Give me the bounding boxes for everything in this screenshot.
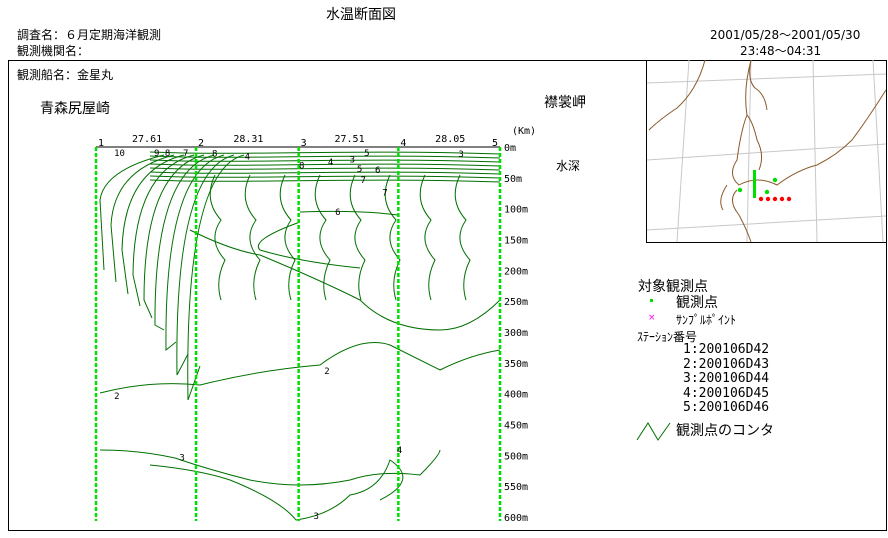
contour-label: 3 (458, 150, 463, 160)
contour-line (176, 154, 235, 376)
contour-line (244, 174, 261, 301)
contour-label: 7 (382, 188, 387, 198)
contour-line (149, 175, 501, 179)
contour-label: 4 (245, 153, 250, 163)
time-range: 23:48～04:31 (740, 44, 822, 58)
depth-tick: 350m (504, 359, 528, 370)
contour-line (189, 229, 501, 331)
contour-label: 8 (212, 150, 217, 160)
map-stations (758, 196, 792, 202)
contour-label: 10 (114, 149, 125, 159)
contour-line (149, 159, 501, 163)
contour-line (165, 154, 225, 352)
depth-tick: 600m (504, 513, 528, 524)
contour-label: 3 (350, 156, 355, 166)
obs-point-icon (650, 299, 653, 302)
station-number: 3 (301, 138, 307, 149)
legend-contour: 観測点のコンタ (676, 423, 774, 439)
depth-tick: 250m (504, 297, 528, 308)
legend-station: 1:200106D42 (683, 342, 770, 357)
contour-line (149, 167, 501, 171)
legend-station: 2:200106D43 (683, 356, 770, 372)
contour-line (149, 151, 501, 155)
contour-line (110, 154, 175, 283)
legend-title: 対象観測点 (638, 279, 708, 295)
contour-line (279, 174, 296, 301)
segment-distance: 28.05 (435, 134, 465, 145)
legend-station: 4:200106D45 (683, 385, 770, 401)
segment-distance: 27.51 (335, 134, 365, 145)
station-number: 1 (98, 138, 104, 149)
contour-line (99, 449, 441, 486)
contour-line (99, 342, 501, 394)
contour-line (149, 155, 501, 159)
legend-station: 5:200106D46 (683, 400, 770, 415)
contour-line (349, 174, 366, 301)
depth-tick: 400m (504, 390, 528, 401)
station-number: 2 (198, 138, 204, 149)
legend-sample: ｻﾝﾌﾟﾙﾎﾟｲﾝﾄ (676, 313, 737, 327)
contour-label: 8 (165, 149, 170, 159)
right-place: 襟裳岬 (544, 95, 586, 111)
contour-line (419, 174, 436, 301)
contour-label: 5 (357, 165, 362, 175)
contour-line (384, 174, 401, 301)
location-map (646, 59, 887, 243)
legend-stations: 1:200106D42 2:200106D43 3:200106D44 4:20… (683, 342, 770, 416)
agency-name: 観測機関名： (17, 44, 90, 58)
sample-point-icon: × (648, 313, 656, 323)
contour-line (209, 174, 226, 301)
contour-label: 7 (183, 149, 188, 159)
depth-tick: 200m (504, 266, 528, 277)
contour-label: 5 (364, 149, 369, 159)
contour-label: 4 (397, 446, 402, 456)
depth-tick: 100m (504, 205, 528, 216)
segment-distance: 28.31 (233, 134, 263, 145)
contour-line (187, 154, 245, 401)
segment-distance: 27.61 (132, 134, 162, 145)
contour-line (314, 174, 331, 301)
contour-label: 3 (179, 454, 184, 464)
depth-tick: 50m (504, 174, 522, 185)
contour-label: 2 (114, 392, 119, 402)
contour-label: 8 (299, 161, 304, 171)
legend-station-title: ｽﾃｰｼｮﾝ番号 (637, 330, 698, 344)
contour-line (132, 154, 195, 307)
contour-line (99, 154, 165, 271)
depth-label: 水深 (556, 159, 581, 173)
legend-station: 3:200106D44 (683, 371, 770, 386)
contour-line (149, 171, 501, 175)
page-title: 水温断面図 (326, 7, 396, 23)
contour-label: 3 (313, 512, 318, 522)
depth-tick: 550m (504, 482, 528, 493)
contour-line (149, 163, 501, 167)
contour-line (149, 179, 501, 183)
ship-name: 観測船名：金星丸 (17, 68, 114, 82)
contour-label: 6 (375, 166, 380, 176)
contour-label: 9 (154, 149, 159, 159)
legend-obs: 観測点 (676, 295, 718, 311)
contour-line (121, 154, 185, 295)
contour-legend-icon (636, 422, 671, 441)
survey-name: 調査名：６月定期海洋観測 (17, 28, 162, 42)
station-number: 5 (492, 138, 498, 149)
contour-line (149, 459, 404, 521)
left-place: 青森尻屋崎 (40, 101, 110, 117)
depth-tick: 300m (504, 328, 528, 339)
contour-line (257, 210, 399, 269)
contour-label: 7 (361, 176, 366, 186)
contour-label: 4 (328, 158, 333, 168)
date-range: 2001/05/28～2001/05/30 (710, 28, 861, 42)
chart-frame (8, 60, 887, 531)
station-number: 4 (400, 138, 406, 149)
depth-tick: 450m (504, 421, 528, 432)
contour-line (454, 174, 471, 301)
depth-tick: 500m (504, 451, 528, 462)
depth-tick: 0m (504, 143, 516, 154)
contour-label: 6 (335, 208, 340, 218)
depth-tick: 150m (504, 236, 528, 247)
km-unit-label: (Km) (512, 126, 536, 137)
contour-label: 2 (324, 367, 329, 377)
